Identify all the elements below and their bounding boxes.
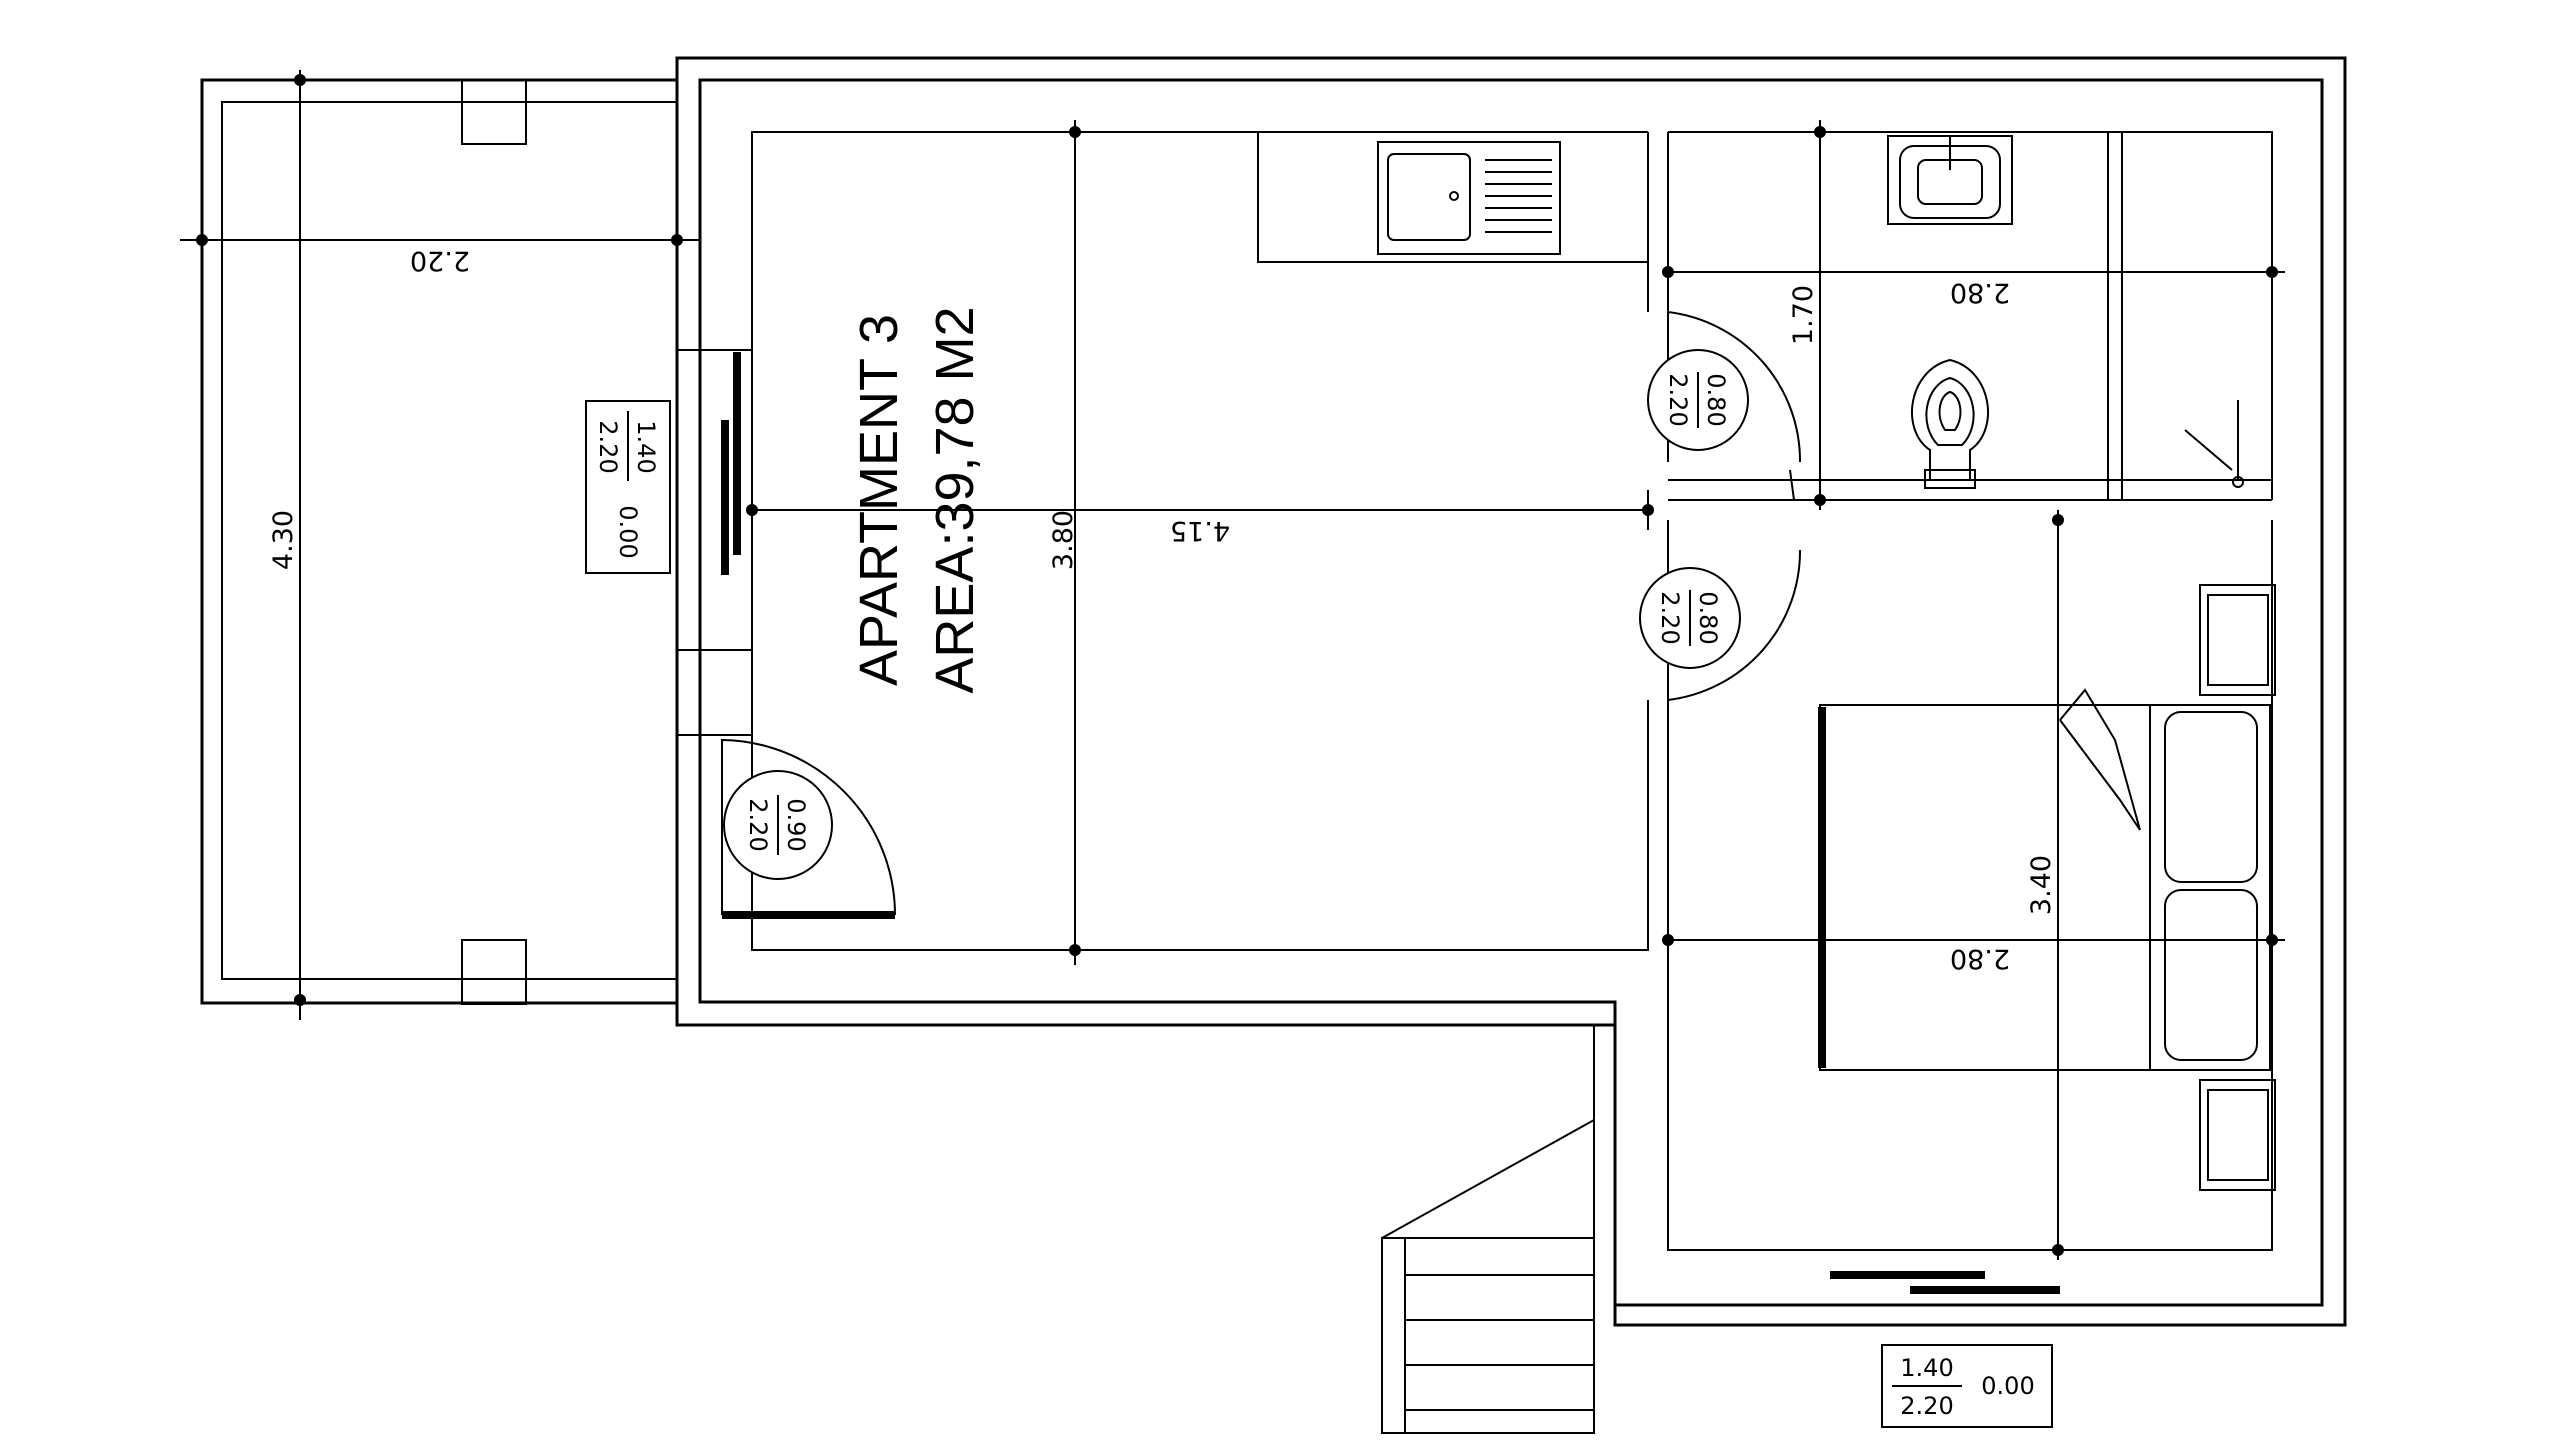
bathroom	[1667, 131, 2273, 501]
bedroom-window	[1830, 1271, 2130, 1306]
staircase	[1381, 1025, 1595, 1434]
dimension-bed-width: 3.40	[2026, 855, 2057, 915]
dimension-balcony-length: 4.30	[268, 510, 299, 570]
apartment-name: APARTMENT 3	[849, 314, 909, 686]
svg-text:2.20: 2.20	[744, 798, 772, 851]
shower-tray	[2170, 400, 2244, 488]
apartment-area: AREA:39,78 M2	[925, 306, 985, 693]
toilet	[1911, 358, 1989, 489]
dimension-lines	[180, 70, 2285, 1260]
bathroom-door-tag: 0.80 2.20	[1647, 349, 1749, 451]
balcony-window-tag: 1.40 2.20 0.00	[585, 400, 671, 574]
bedroom	[1667, 520, 2276, 1251]
nightstand-top	[2199, 584, 2276, 696]
bedroom-door-tag: 0.80 2.20	[1639, 567, 1741, 669]
dimension-balcony-width: 2.20	[410, 245, 470, 276]
sink-drain	[1449, 191, 1459, 201]
svg-text:0.90: 0.90	[782, 798, 810, 851]
kitchen-counter	[1257, 132, 1648, 263]
entrance-door-tag: 0.90 2.20	[723, 770, 833, 880]
dimension-bath-length: 2.80	[1950, 277, 2010, 308]
dimension-bed-length: 2.80	[1950, 943, 2010, 974]
svg-text:0.00: 0.00	[614, 505, 642, 558]
bathroom-door	[1667, 310, 1802, 463]
svg-text:1.40: 1.40	[632, 420, 660, 473]
svg-text:2.20: 2.20	[1656, 591, 1684, 644]
balcony-window	[676, 349, 753, 736]
svg-text:0.80: 0.80	[1702, 373, 1730, 426]
sink-drainboard	[1485, 159, 1552, 233]
dimension-living-length: 4.15	[1170, 515, 1230, 546]
svg-text:0.80: 0.80	[1694, 591, 1722, 644]
double-bed	[1818, 688, 2271, 1071]
bedroom-door	[1667, 549, 1802, 702]
svg-text:2.20: 2.20	[1900, 1392, 1953, 1420]
svg-text:2.20: 2.20	[594, 420, 622, 473]
room-label: APARTMENT 3 AREA:39,78 M2	[849, 306, 985, 693]
dimension-markers	[196, 74, 2278, 1256]
bedroom-window-tag: 1.40 2.20 0.00	[1881, 1344, 2053, 1428]
nightstand-bottom	[2199, 1079, 2276, 1191]
svg-text:1.40: 1.40	[1900, 1354, 1953, 1382]
bathroom-washbasin	[1887, 135, 2013, 225]
svg-text:2.20: 2.20	[1664, 373, 1692, 426]
svg-text:0.00: 0.00	[1981, 1372, 2034, 1400]
exterior-walls	[675, 56, 2347, 1327]
dimension-bath-width: 1.70	[1788, 285, 1819, 345]
dimension-living-width: 3.80	[1048, 510, 1079, 570]
entrance-door	[721, 738, 896, 919]
